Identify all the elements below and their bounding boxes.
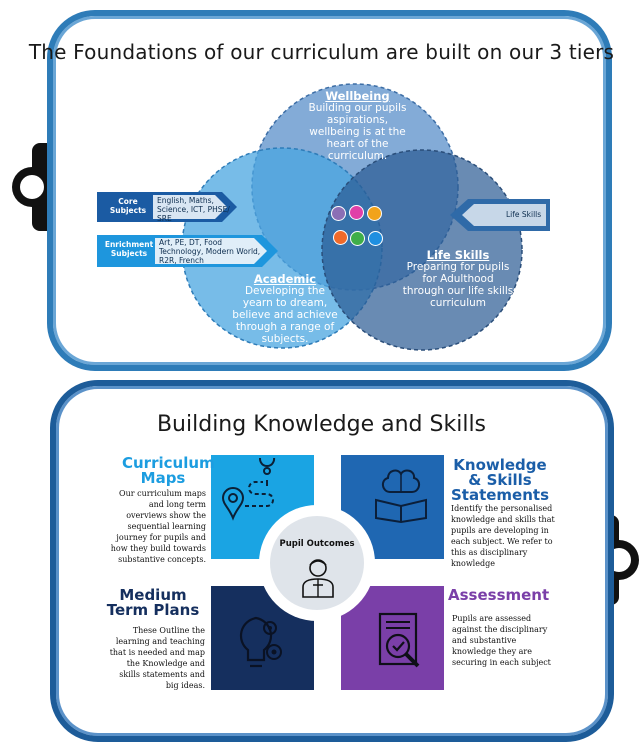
life-skills-text: Life Skills Preparing for pupils for Adu…	[402, 249, 514, 309]
life-skills-arrow	[450, 199, 550, 231]
heart-icon	[349, 205, 364, 220]
route-map-icon	[221, 458, 276, 521]
wellbeing-icon	[331, 206, 346, 221]
knowledge-skills-heading: Knowledge & Skills Statements	[450, 456, 550, 504]
academic-heading: Academic	[253, 272, 317, 286]
assessment-text: Pupils are assessed against the discipli…	[452, 614, 551, 667]
knowledge-title: Building Knowledge and Skills	[156, 412, 487, 437]
pupil-avatar-icon	[302, 559, 334, 598]
life-skills-arrow-label: Life Skills	[506, 210, 542, 219]
pupil-outcomes-circle	[270, 516, 364, 610]
curriculum-maps-heading: Curriculum Maps	[122, 454, 215, 487]
knowledge-skills-text: Identify the personalised knowledge and …	[451, 504, 555, 568]
medium-term-text: These Outline the learning and teaching …	[109, 626, 205, 690]
academic-body: Developing the yearn to dream, believe a…	[232, 285, 338, 345]
enrichment-subjects-arrow	[97, 235, 278, 267]
globe-icon	[368, 231, 383, 246]
core-subjects-text: English, Maths, Science, ICT, PHSE/ SRE	[157, 196, 230, 223]
enrichment-subjects-text: Art, PE, DT, Food Technology, Modern Wor…	[159, 238, 261, 265]
foundations-title: The Foundations of our curriculum are bu…	[28, 40, 615, 64]
academic-text: Academic Developing the yearn to dream, …	[232, 273, 338, 345]
enrichment-subjects-label: Enrichment Subjects	[104, 240, 154, 258]
wellbeing-heading: Wellbeing	[325, 89, 390, 103]
venn-diagram	[181, 83, 523, 351]
assessment-heading: Assessment	[448, 586, 550, 604]
brain-book-icon	[375, 469, 427, 524]
life-skills-body: Preparing for pupils for Adulthood throu…	[402, 261, 514, 309]
wellbeing-text: Wellbeing Building our pupils aspiration…	[305, 90, 410, 162]
pupil-outcomes-label: Pupil Outcomes	[279, 539, 355, 549]
core-subjects-label: Core Subjects	[109, 197, 147, 215]
medium-term-heading: Medium Term Plans	[106, 586, 200, 619]
people-icon	[333, 230, 348, 245]
leaf-icon	[350, 231, 365, 246]
wellbeing-body: Building our pupils aspirations, wellbei…	[308, 102, 407, 162]
core-subjects-arrow	[97, 192, 237, 222]
lightbulb-gear-icon	[239, 616, 282, 668]
star-icon	[367, 206, 382, 221]
curriculum-maps-text: Our curriculum maps and long term overvi…	[110, 489, 206, 564]
document-check-icon	[378, 612, 420, 668]
life-skills-heading: Life Skills	[426, 248, 490, 262]
